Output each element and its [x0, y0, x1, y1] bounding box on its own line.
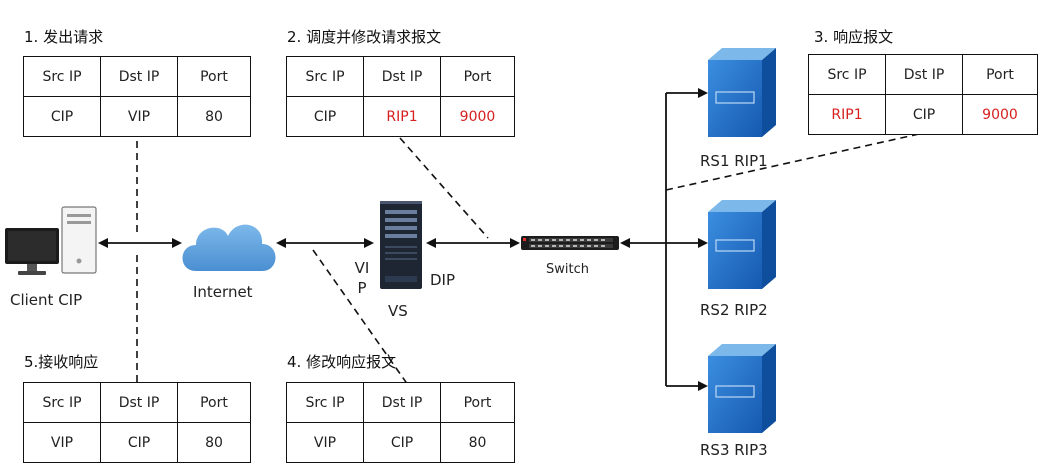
cell-dst-ip: VIP	[100, 96, 178, 137]
internet-label: Internet	[193, 283, 253, 301]
network-switch-icon	[521, 236, 619, 250]
cell-dst-ip: CIP	[100, 422, 178, 463]
step3-title: 3. 响应报文	[814, 28, 894, 46]
vip-label: VIP	[354, 259, 370, 297]
cell-port: 9000	[962, 94, 1038, 135]
header-dst-ip: Dst IP	[100, 382, 178, 423]
packet-table-step2: Src IP Dst IP Port CIP RIP1 9000	[286, 56, 515, 137]
vs-label: VS	[388, 302, 408, 320]
server-icon	[708, 200, 776, 289]
computer-icon	[5, 206, 97, 275]
server-icon	[708, 48, 776, 137]
step2-title: 2. 调度并修改请求报文	[287, 28, 442, 46]
header-dst-ip: Dst IP	[100, 56, 178, 97]
packet-table-step4: Src IP Dst IP Port VIP CIP 80	[286, 382, 515, 463]
cloud-icon	[182, 224, 276, 271]
header-src-ip: Src IP	[286, 56, 364, 97]
cell-port: 80	[177, 96, 251, 137]
cell-src-ip: CIP	[23, 96, 101, 137]
header-port: Port	[440, 382, 515, 423]
cell-dst-ip: CIP	[885, 94, 963, 135]
cell-dst-ip: CIP	[363, 422, 441, 463]
dashed-leader-step2	[399, 137, 489, 239]
switch-label: Switch	[546, 262, 589, 277]
header-port: Port	[962, 54, 1038, 95]
header-src-ip: Src IP	[808, 54, 886, 95]
header-port: Port	[177, 56, 251, 97]
cell-port: 9000	[440, 96, 515, 137]
dip-label: DIP	[430, 271, 456, 289]
server-icon	[708, 344, 776, 433]
client-label: Client CIP	[10, 291, 83, 309]
cell-src-ip: CIP	[286, 96, 364, 137]
header-dst-ip: Dst IP	[363, 382, 441, 423]
packet-table-step3: Src IP Dst IP Port RIP1 CIP 9000	[808, 54, 1038, 135]
header-port: Port	[440, 56, 515, 97]
header-src-ip: Src IP	[286, 382, 364, 423]
cell-src-ip: RIP1	[808, 94, 886, 135]
cell-port: 80	[440, 422, 515, 463]
cell-src-ip: VIP	[23, 422, 101, 463]
packet-table-step1: Src IP Dst IP Port CIP VIP 80	[23, 56, 251, 137]
header-src-ip: Src IP	[23, 382, 101, 423]
dashed-leader-step3	[665, 131, 929, 191]
cell-dst-ip: RIP1	[363, 96, 441, 137]
header-port: Port	[177, 382, 251, 423]
packet-table-step5: Src IP Dst IP Port VIP CIP 80	[23, 382, 251, 463]
step5-title: 5.接收响应	[24, 353, 99, 371]
server-tower-icon	[380, 201, 422, 289]
rs1-label: RS1 RIP1	[700, 152, 768, 170]
dashed-leader-step4	[312, 249, 409, 386]
header-src-ip: Src IP	[23, 56, 101, 97]
cell-port: 80	[177, 422, 251, 463]
cell-src-ip: VIP	[286, 422, 364, 463]
step1-title: 1. 发出请求	[24, 28, 104, 46]
header-dst-ip: Dst IP	[363, 56, 441, 97]
header-dst-ip: Dst IP	[885, 54, 963, 95]
rs2-label: RS2 RIP2	[700, 301, 768, 319]
step4-title: 4. 修改响应报文	[287, 353, 397, 371]
rs3-label: RS3 RIP3	[700, 441, 768, 459]
